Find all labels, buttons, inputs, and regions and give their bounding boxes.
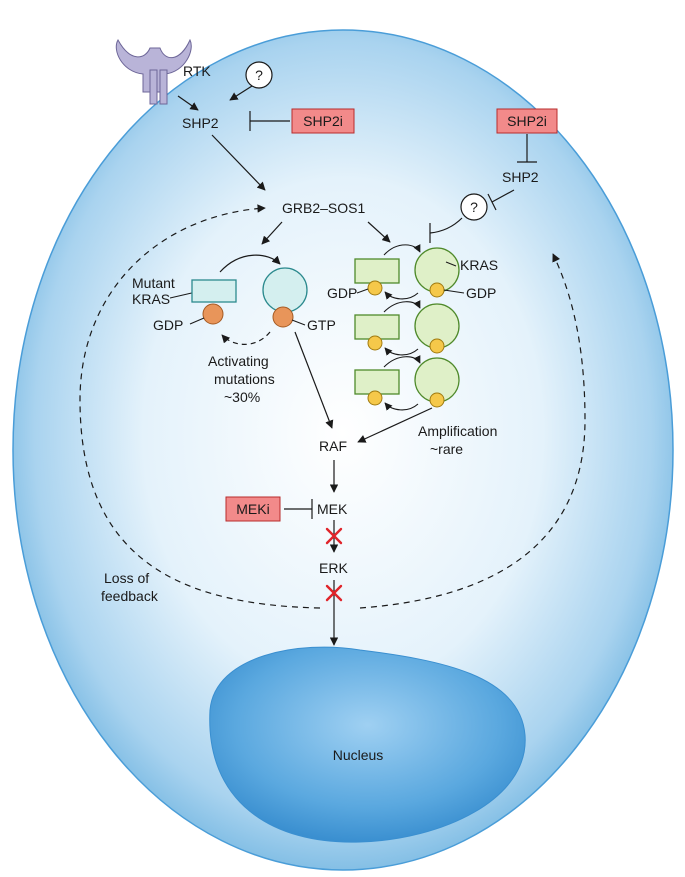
question-circle-right [460, 193, 488, 221]
shp2i-left-label: SHP2i [303, 113, 343, 129]
kras-right-label: KRAS [460, 257, 498, 273]
mutant-kras-label-1: Mutant [132, 275, 175, 291]
question-circle-top [245, 61, 273, 89]
loss-label-1: Loss of [104, 570, 149, 586]
block-x-icon [325, 584, 343, 602]
mutant-kras-gdp-state [191, 279, 237, 303]
gdp-left-label: GDP [153, 317, 183, 333]
top-connectors [177, 85, 537, 245]
feedback-loop-right [359, 253, 586, 609]
kras-amplified-row-1 [354, 244, 460, 300]
activating-label-2: mutations [214, 371, 275, 387]
question-right-label: ? [470, 199, 478, 215]
feedback-loop-left [79, 204, 321, 609]
shp2i-right-label: SHP2i [507, 113, 547, 129]
kras-amplified-row-3 [354, 355, 460, 411]
kras-amplified-row-2 [354, 300, 460, 356]
rtk-label: RTK [183, 63, 211, 79]
gtp-label: GTP [307, 317, 336, 333]
meki-box [225, 496, 281, 522]
shp2i-right-box [496, 108, 558, 134]
grb2-sos1-label: GRB2–SOS1 [282, 200, 365, 216]
mutant-kras-nucleotide [202, 303, 224, 325]
mutant-kras-label-2: KRAS [132, 291, 170, 307]
activating-label-3: ~30% [224, 389, 260, 405]
shp2i-left-box [291, 108, 355, 134]
gdp-right-a-label: GDP [327, 285, 357, 301]
gdp-right-b-label: GDP [466, 285, 496, 301]
nucleus-shape [209, 646, 526, 843]
block-x-icon [325, 527, 343, 545]
activating-label-1: Activating [208, 353, 269, 369]
question-top-label: ? [255, 67, 263, 83]
shp2-right-label: SHP2 [502, 169, 539, 185]
amplification-label-2: ~rare [430, 441, 463, 457]
shp2-left-label: SHP2 [182, 115, 219, 131]
nucleus-label: Nucleus [333, 747, 384, 763]
raf-label: RAF [319, 438, 347, 454]
mek-label: MEK [317, 501, 348, 517]
receptor-icon [115, 38, 192, 105]
gtp-nucleotide [272, 306, 294, 328]
erk-label: ERK [319, 560, 348, 576]
mutant-kras-gtp-state [262, 267, 308, 313]
amplification-label-1: Amplification [418, 423, 497, 439]
cell-membrane [12, 29, 674, 871]
loss-label-2: feedback [101, 588, 159, 604]
meki-label: MEKi [236, 501, 269, 517]
